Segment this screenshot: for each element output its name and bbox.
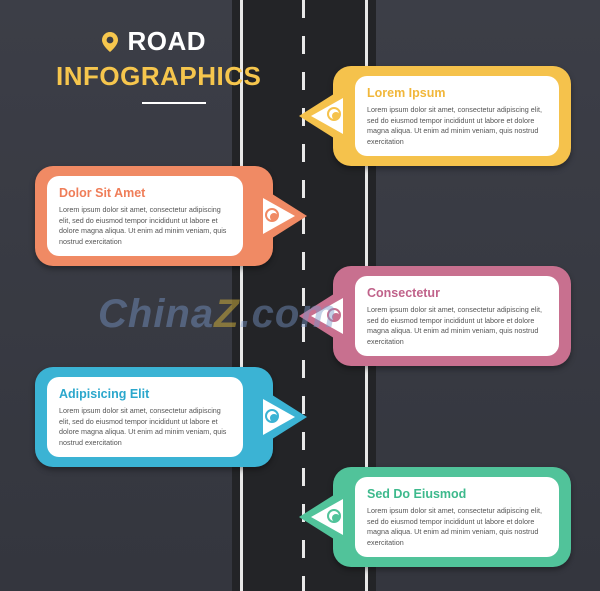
step-card-2-content: Dolor Sit Amet Lorem ipsum dolor sit ame… [47, 176, 243, 256]
road-marker-1 [327, 107, 341, 121]
map-pin-icon [101, 31, 119, 53]
road-marker-5 [327, 509, 341, 523]
step-card-3: Consectetur Lorem ipsum dolor sit amet, … [299, 266, 571, 366]
road-marker-4 [265, 409, 279, 423]
step-card-4-content: Adipisicing Elit Lorem ipsum dolor sit a… [47, 377, 243, 457]
road-edge-left-line [240, 0, 243, 591]
step-card-1-content: Lorem Ipsum Lorem ipsum dolor sit amet, … [355, 76, 559, 156]
title-underline [142, 102, 206, 104]
road-marker-2 [265, 208, 279, 222]
title-block: ROAD INFOGRAPHICS [56, 26, 262, 104]
title-infographics: INFOGRAPHICS [56, 61, 262, 91]
step-heading: Sed Do Eiusmod [367, 487, 467, 501]
step-heading: Adipisicing Elit [59, 387, 150, 401]
step-body: Lorem ipsum dolor sit amet, consectetur … [367, 506, 542, 547]
watermark: ChinaZ.com [98, 292, 337, 337]
step-body: Lorem ipsum dolor sit amet, consectetur … [367, 105, 542, 146]
step-heading: Dolor Sit Amet [59, 186, 146, 200]
watermark-text-z: Z [214, 292, 240, 336]
step-heading: Consectetur [367, 286, 440, 300]
step-body: Lorem ipsum dolor sit amet, consectetur … [367, 305, 542, 346]
road-marker-3 [327, 308, 341, 322]
step-card-5-content: Sed Do Eiusmod Lorem ipsum dolor sit ame… [355, 477, 559, 557]
step-card-5: Sed Do Eiusmod Lorem ipsum dolor sit ame… [299, 467, 571, 567]
step-body: Lorem ipsum dolor sit amet, consectetur … [59, 406, 227, 447]
step-body: Lorem ipsum dolor sit amet, consectetur … [59, 205, 227, 246]
step-card-4: Adipisicing Elit Lorem ipsum dolor sit a… [35, 367, 307, 467]
watermark-text-b: .com [239, 292, 337, 336]
watermark-text-a: China [98, 292, 215, 336]
step-card-3-content: Consectetur Lorem ipsum dolor sit amet, … [355, 276, 559, 356]
step-heading: Lorem Ipsum [367, 86, 446, 100]
step-card-1: Lorem Ipsum Lorem ipsum dolor sit amet, … [299, 66, 571, 166]
step-card-2: Dolor Sit Amet Lorem ipsum dolor sit ame… [35, 166, 307, 266]
title-road: ROAD [127, 26, 206, 56]
